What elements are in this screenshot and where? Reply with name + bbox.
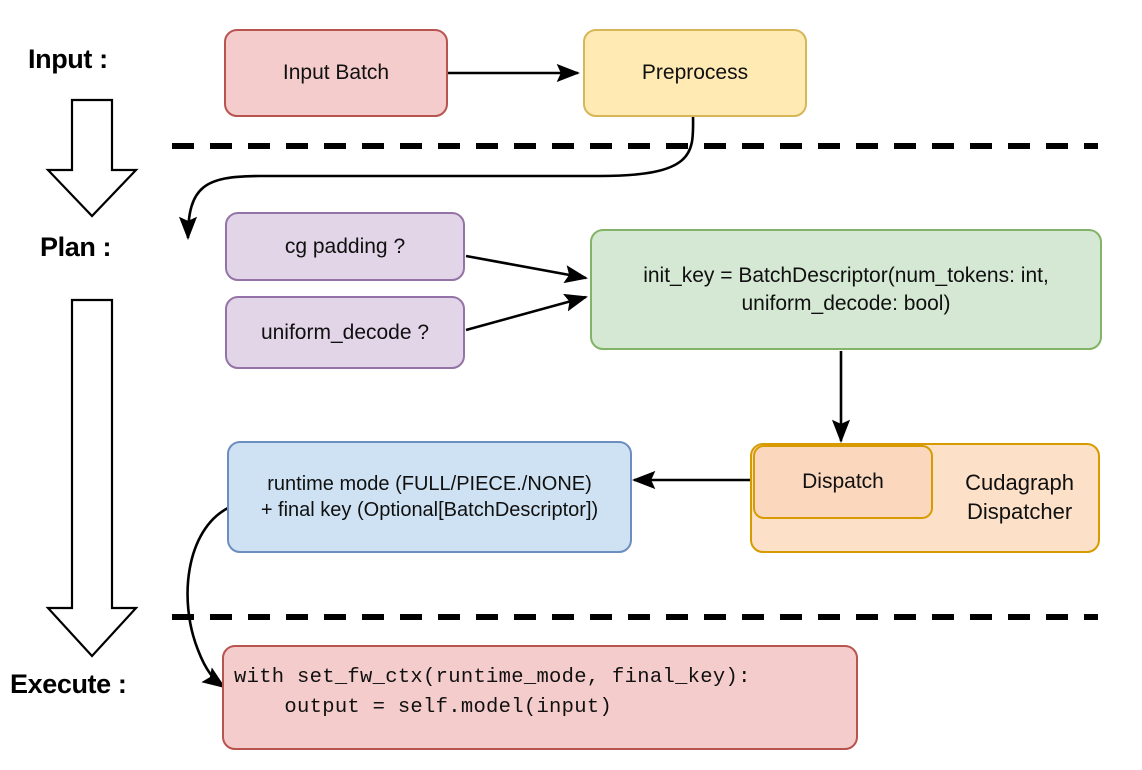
- edge-cg-padding-to-init-key: [465, 254, 589, 284]
- plan-to-execute-flow-arrow: [45, 298, 139, 658]
- node-dispatch[interactable]: Dispatch: [753, 445, 933, 519]
- stage-label-plan: Plan :: [40, 232, 112, 262]
- input-to-plan-flow-arrow: [45, 98, 139, 218]
- node-uniform-decode[interactable]: uniform_decode ?: [225, 296, 465, 369]
- node-input-batch[interactable]: Input Batch: [224, 29, 448, 117]
- node-runtime-mode[interactable]: runtime mode (FULL/PIECE./NONE) + final …: [227, 441, 632, 553]
- edge-uniform-decode-to-init-key: [465, 293, 589, 332]
- node-cg-padding[interactable]: cg padding ?: [225, 212, 465, 281]
- node-preprocess[interactable]: Preprocess: [583, 29, 807, 117]
- node-execute-code[interactable]: with set_fw_ctx(runtime_mode, final_key)…: [222, 645, 858, 750]
- stage-label-execute: Execute :: [10, 669, 127, 699]
- node-init-key[interactable]: init_key = BatchDescriptor(num_tokens: i…: [590, 229, 1102, 350]
- stage-label-input: Input :: [28, 44, 108, 74]
